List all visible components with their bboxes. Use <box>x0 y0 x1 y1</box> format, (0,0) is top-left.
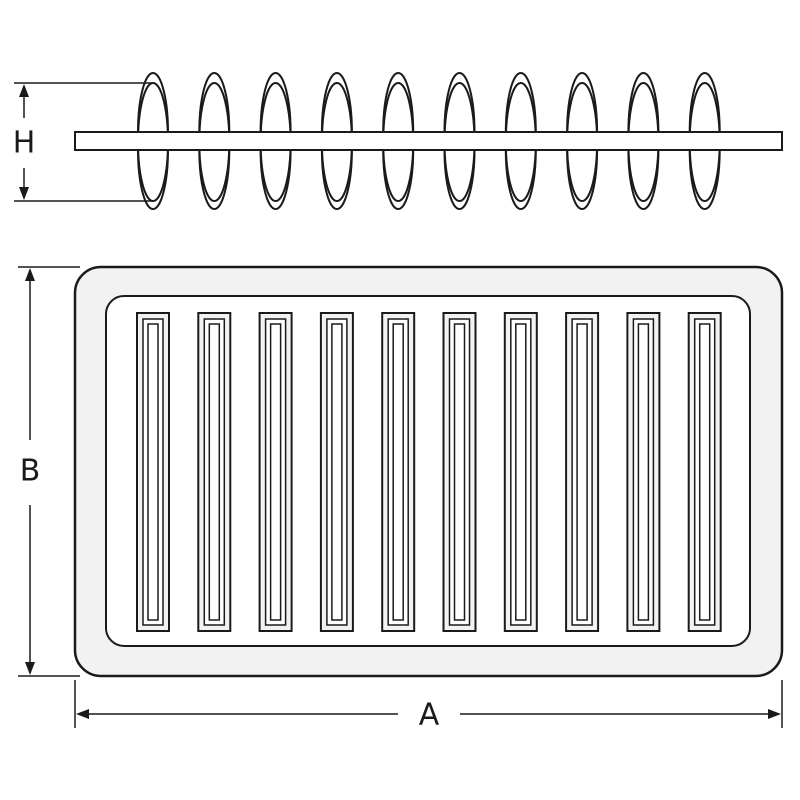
length-label: B <box>20 454 41 489</box>
side-pleat-top <box>627 72 660 133</box>
pleat-slot <box>626 312 661 632</box>
side-view-plate <box>74 131 783 151</box>
side-pleat-front <box>198 149 231 210</box>
side-pleat-top <box>504 72 537 133</box>
pleat-slot <box>687 312 722 632</box>
length-dimension: B <box>18 266 80 677</box>
side-pleat-front <box>688 149 721 210</box>
height-arrow-bottom <box>19 187 29 200</box>
side-pleat-front <box>627 149 660 210</box>
pleat-slot <box>319 312 354 632</box>
length-arrow-top <box>25 268 35 281</box>
pleat-slot-outline <box>392 323 404 621</box>
side-pleat-top <box>198 72 231 133</box>
side-pleat-front <box>566 149 599 210</box>
pleat-slot <box>258 312 293 632</box>
pleat-slot <box>136 312 170 632</box>
side-pleat-top <box>443 72 476 133</box>
width-arrow-right <box>768 709 781 719</box>
top-view <box>73 265 784 678</box>
pleat-slot <box>565 312 600 632</box>
side-pleat-front <box>259 149 292 210</box>
side-pleat-top <box>382 72 415 133</box>
side-pleat-front <box>504 149 537 210</box>
width-label: A <box>419 698 440 733</box>
width-dimension: A <box>74 680 783 733</box>
pleat-slot <box>381 312 416 632</box>
pleat-slots <box>136 312 722 632</box>
pleat-slot <box>197 312 232 632</box>
side-pleat-top <box>320 72 353 133</box>
width-arrow-left <box>76 709 89 719</box>
pleat-slot-outline <box>147 323 159 621</box>
height-arrow-top <box>19 84 29 97</box>
side-pleat-front <box>382 149 415 210</box>
side-pleat-front <box>320 149 353 210</box>
pleat-slot-outline <box>269 323 282 621</box>
pleat-slot-outline <box>698 323 711 621</box>
side-pleat-top <box>688 72 721 133</box>
side-pleat-front <box>137 149 169 210</box>
pleat-slot-outline <box>576 323 588 621</box>
side-view-pleats-front <box>137 72 721 210</box>
pleat-slot-outline <box>453 323 466 621</box>
height-dimension: H <box>13 82 152 202</box>
side-pleat-top <box>137 72 169 133</box>
pleat-slot-outline <box>515 323 527 621</box>
length-arrow-bottom <box>25 662 35 675</box>
pleat-slot <box>442 312 477 632</box>
height-label: H <box>13 126 36 161</box>
side-pleat-top <box>566 72 599 133</box>
pleat-slot-outline <box>208 323 221 621</box>
pleat-slot <box>503 312 538 632</box>
side-pleat-front <box>443 149 476 210</box>
pleat-slot-outline <box>637 323 650 621</box>
side-pleat-top <box>259 72 292 133</box>
pleat-slot-outline <box>331 323 343 621</box>
side-view <box>74 72 783 210</box>
